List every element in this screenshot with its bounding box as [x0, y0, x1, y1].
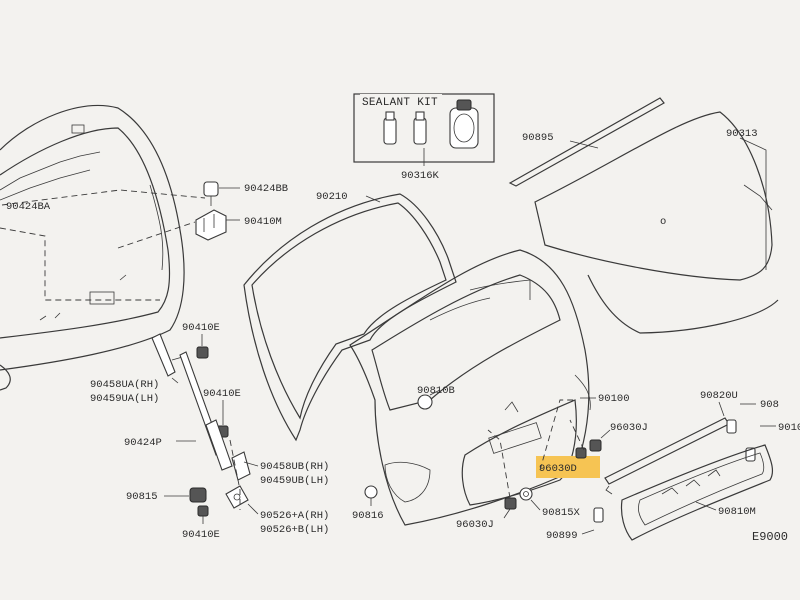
clip-icon [593, 507, 604, 523]
part-label-96030d: 96030D [539, 463, 577, 475]
part-label-96030j: 96030J [610, 422, 648, 434]
bracket-icon [225, 485, 249, 509]
part-label-90895: 90895 [522, 132, 554, 144]
bumper-stop-icon [189, 487, 207, 503]
part-label-90899: 90899 [546, 530, 578, 542]
dashed-leader-line [1, 189, 206, 206]
rear-glass-drawing: o [508, 97, 779, 334]
svg-text:o: o [660, 216, 666, 228]
part-label-90526b: 90526+B(LH) [260, 524, 329, 536]
part-label-90810m: 90810M [718, 506, 756, 518]
part-label-90815: 90815 [126, 491, 158, 503]
clip-icon [726, 419, 737, 434]
sealant-kit-title: SEALANT KIT [362, 97, 438, 109]
clip-icon [519, 487, 533, 501]
dashed-leader-line [539, 399, 576, 471]
diagram-code: E9000 [752, 530, 788, 544]
sealant-kit-box: SEALANT KIT 90316K [353, 93, 495, 182]
bolt-icon [203, 181, 219, 206]
part-label-90459ub: 90459UB(LH) [260, 475, 329, 487]
car-body-drawing [0, 104, 185, 391]
finisher-panel-drawing [620, 444, 774, 541]
part-label-90316k: 90316K [401, 170, 440, 182]
part-label-90810b: 90810B [417, 385, 455, 397]
gas-strut-icon [179, 351, 233, 471]
bolt-icon [196, 346, 209, 359]
tailgate-drawing [349, 249, 591, 526]
dashed-leader-line [229, 439, 241, 510]
highlight-marker [536, 456, 600, 478]
part-label-90410e: 90410E [182, 529, 220, 541]
part-label-90424p: 90424P [124, 437, 162, 449]
dashed-leader-line [487, 429, 511, 499]
part-label-90526a: 90526+A(RH) [260, 510, 329, 522]
hinge-icon [231, 451, 259, 481]
grommet-icon [364, 485, 378, 499]
part-label-90410e: 90410E [182, 322, 220, 334]
part-label-90424bb: 90424BB [244, 183, 288, 195]
part-label-90424ba: 90424BA [6, 201, 51, 213]
sealant-tube-icon [383, 111, 397, 145]
bolt-icon [197, 505, 209, 517]
bolt-icon [575, 447, 587, 459]
part-label-90410m: 90410M [244, 216, 282, 228]
highlighted-part-96030d: 96030D [536, 456, 600, 478]
part-label-908: 908 [760, 399, 779, 411]
part-label-90313: 90313 [726, 128, 758, 140]
part-label-90410e: 90410E [203, 388, 241, 400]
part-label-90458ub: 90458UB(RH) [260, 461, 329, 473]
sealant-can-icon [449, 99, 479, 149]
part-label-90100: 90100 [598, 393, 630, 405]
part-label-90210: 90210 [316, 191, 348, 203]
part-label-96030j: 96030J [456, 519, 494, 531]
part-label-9010: 9010 [778, 422, 800, 434]
part-label-90815x: 90815X [542, 507, 581, 519]
sealant-tube-icon [413, 111, 427, 145]
part-label-90459ua: 90459UA(LH) [90, 393, 159, 405]
nut-icon [504, 497, 517, 510]
dashed-leader-line [569, 419, 585, 451]
nut-icon [589, 439, 602, 452]
part-label-90458ua: 90458UA(RH) [90, 379, 159, 391]
bracket-icon [195, 209, 227, 241]
part-label-90820u: 90820U [700, 390, 738, 402]
part-label-90816: 90816 [352, 510, 384, 522]
dashed-leader-line [0, 227, 160, 301]
dashed-leader-line [117, 221, 196, 249]
